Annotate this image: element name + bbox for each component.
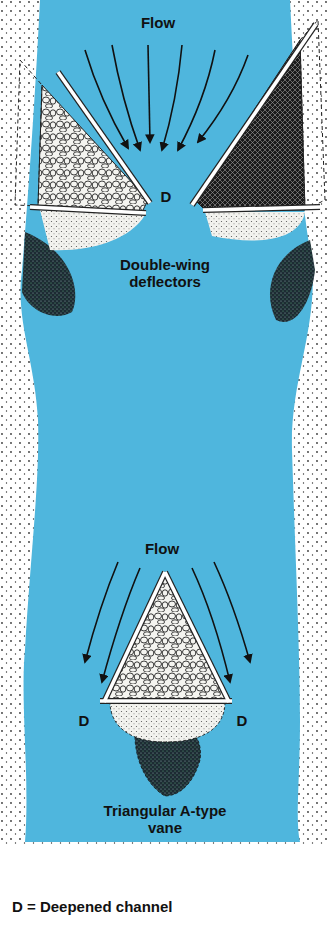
structure-label: Triangular A-type vane	[95, 802, 235, 837]
deepened-mark: D	[156, 188, 176, 205]
structure-label: Double-wing deflectors	[100, 256, 230, 291]
flow-label: Flow	[132, 540, 192, 557]
deepened-mark: D	[232, 712, 252, 729]
flow-label: Flow	[128, 14, 188, 31]
deepened-mark: D	[74, 712, 94, 729]
key-note: D = Deepened channel	[12, 898, 312, 915]
